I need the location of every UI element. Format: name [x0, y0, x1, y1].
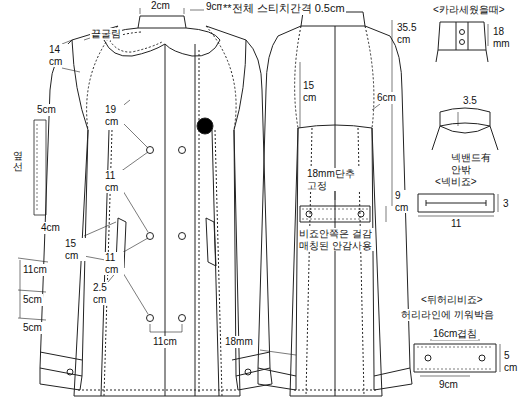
dimension-label: 5cm: [36, 104, 57, 116]
dimension-label: 14 cm: [48, 44, 68, 67]
dimension-label: 5cm: [22, 294, 43, 306]
dimension-label: 11cm: [152, 336, 178, 348]
dimension-label: 9 cm: [394, 190, 414, 213]
dimension-label: 비죠안쪽은 걸감매칭된 안감사용: [298, 228, 374, 251]
dimension-label: 18mm단추 고정: [306, 168, 368, 191]
dimension-label: 5cm: [22, 322, 43, 334]
dimension-label: <카라세웠을때>: [432, 4, 506, 16]
dimension-label: 끝굴림: [90, 28, 122, 40]
dimension-label: 2.5 cm: [92, 282, 116, 305]
dimension-label: 15 cm: [64, 238, 86, 261]
dimension-label: 3: [502, 198, 510, 210]
dimension-label: 4cm: [40, 222, 61, 234]
side-seam-label: 옆선: [12, 150, 24, 172]
dimension-label: 19 cm: [104, 104, 124, 127]
dimension-label: 11: [450, 218, 462, 230]
dimension-label: 11cm: [22, 264, 48, 276]
dimension-label: 18 mm: [492, 26, 516, 49]
dimension-label: 3.5: [462, 95, 478, 107]
dimension-label: 넥밴드有 안밖: [450, 152, 504, 175]
dimension-label: 허리라인에 끼워박음: [400, 309, 495, 321]
dimension-label: 35.5 cm: [396, 22, 426, 45]
dimension-label: **전체 스티치간격 0.5cm: [222, 2, 346, 15]
dimension-label: 11 cm: [104, 170, 124, 193]
dimension-label: 15 cm: [302, 80, 324, 103]
dimension-label: 6cm: [376, 92, 397, 104]
dimension-label: 2cm: [150, 0, 171, 12]
dimension-label: <뒤허리비죠>: [420, 294, 484, 306]
dimension-label: 16cm겹침: [432, 328, 478, 340]
dimension-label: 9cm: [438, 379, 459, 391]
dimension-label: 11 cm: [104, 252, 124, 275]
dimension-label: <넥비죠>: [434, 176, 478, 188]
dimension-label: 18mm: [224, 336, 254, 348]
dimension-label: 5 cm: [503, 350, 523, 373]
